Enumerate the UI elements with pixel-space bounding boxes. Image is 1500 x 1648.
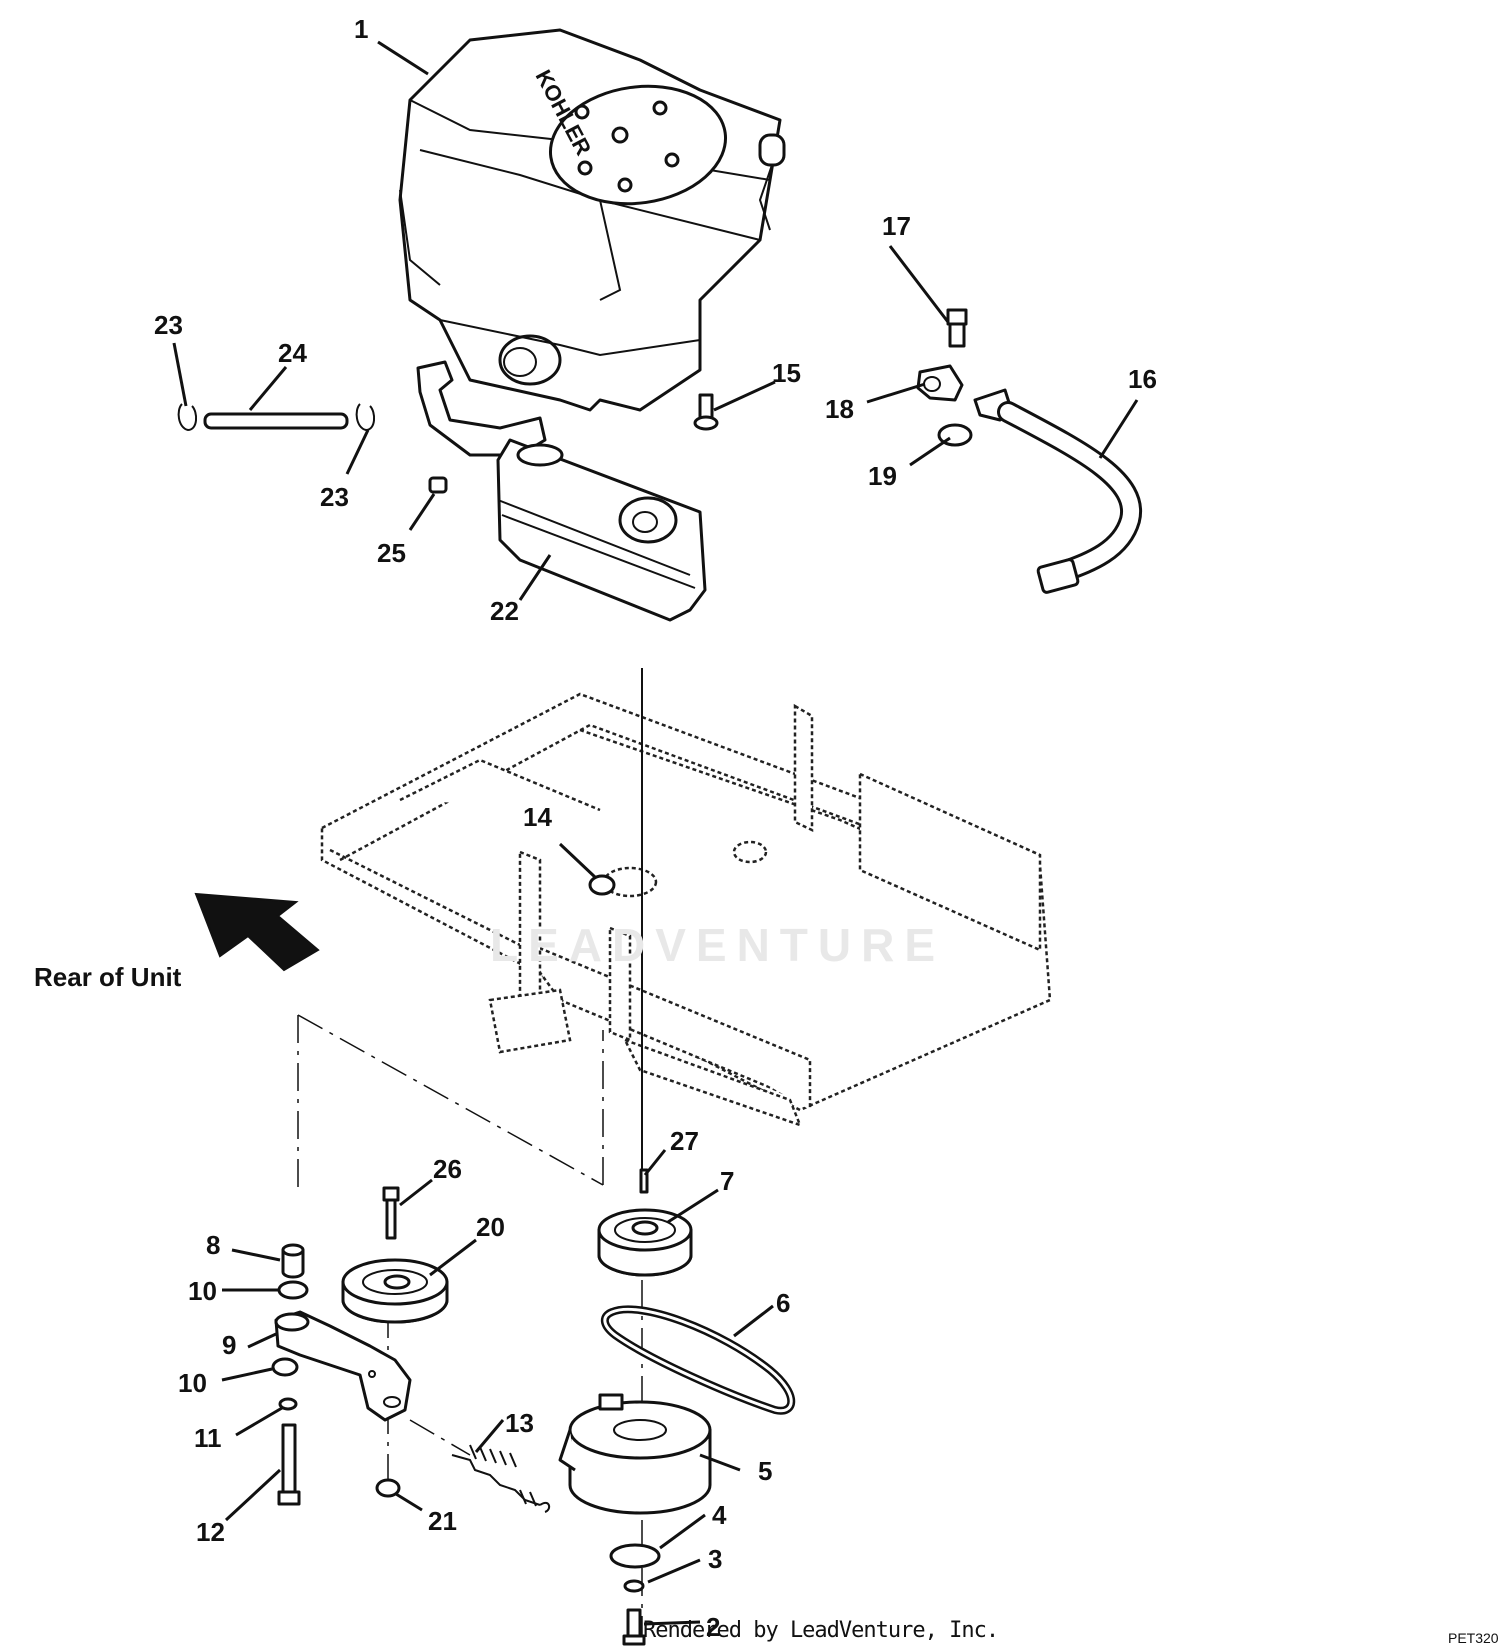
callout-17: 15 (772, 358, 801, 388)
callout-27: 27 (670, 1126, 699, 1156)
rod-24-part (177, 403, 376, 432)
spacer-8-part (281, 1243, 305, 1279)
washer-11-part (278, 1397, 298, 1411)
hose-18-part (973, 388, 1143, 594)
bushing-10-lower-part (271, 1357, 299, 1377)
callout-1: 1 (354, 14, 368, 44)
watermark-text: LEADVENTURE (490, 919, 946, 971)
callout-11: 11 (194, 1423, 222, 1453)
callout-21: 19 (868, 461, 897, 491)
clamp-20-part (916, 364, 964, 402)
idler-pulley-14-part (341, 1258, 449, 1324)
bolt-19-part (946, 308, 968, 348)
callout-19: 17 (882, 211, 911, 241)
callout-13: 13 (505, 1408, 534, 1438)
engine-part: KOHLER (398, 28, 786, 412)
callout-12: 12 (196, 1517, 225, 1547)
page-code: PET320 (1448, 1630, 1499, 1646)
nut-16-part (588, 874, 616, 896)
callout-15: 21 (428, 1506, 457, 1536)
bushing-10-upper-part (277, 1280, 309, 1300)
callout-10-lower: 10 (178, 1368, 207, 1398)
callout-23-bottom: 23 (320, 482, 349, 512)
leader-lines (172, 40, 1139, 1626)
muffler-part (416, 360, 707, 622)
bolt-26-part (382, 1186, 400, 1240)
clutch-5-part (558, 1393, 712, 1515)
callout-6: 6 (776, 1288, 790, 1318)
callout-25: 25 (377, 538, 406, 568)
lockwasher-3-part (623, 1579, 645, 1593)
bolt-2-part (622, 1608, 646, 1646)
callout-10-upper: 10 (188, 1276, 217, 1306)
nut-15-part (375, 1478, 401, 1498)
callout-24: 24 (278, 338, 307, 368)
callout-8: 8 (206, 1230, 220, 1260)
callout-18: 16 (1128, 364, 1157, 394)
footer-credit: Rendered by LeadVenture, Inc. (643, 1618, 999, 1643)
assembly-lines (297, 1014, 643, 1640)
rear-arrow-icon (194, 892, 320, 972)
callout-3: 3 (708, 1544, 722, 1574)
callout-16: 14 (523, 802, 552, 832)
callout-23-top: 23 (154, 310, 183, 340)
rear-of-unit-label: Rear of Unit (34, 962, 182, 992)
callout-22: 22 (490, 596, 519, 626)
callout-7: 7 (720, 1166, 734, 1196)
callout-26: 26 (433, 1154, 462, 1184)
spring-13-part (451, 1444, 551, 1513)
idler-arm-9-part (274, 1310, 412, 1422)
pulley-7-part (597, 1208, 693, 1277)
bolt-12-part (277, 1423, 301, 1506)
callout-5: 5 (758, 1456, 772, 1486)
washer-4-part (609, 1543, 661, 1569)
key-27-part (639, 1168, 649, 1194)
callout-2: 2 (706, 1612, 720, 1642)
screw-17-part (693, 393, 719, 431)
callout-4: 4 (712, 1500, 727, 1530)
nut-25-part (428, 476, 448, 494)
callout-labels: 1 17 18 19 16 15 24 23 23 25 22 14 27 7 … (154, 14, 1157, 1642)
chassis-frame-part (320, 692, 1052, 1128)
callout-14: 20 (476, 1212, 505, 1242)
belt-6-part (600, 1305, 796, 1415)
callout-20: 18 (825, 394, 854, 424)
callout-9: 9 (222, 1330, 236, 1360)
